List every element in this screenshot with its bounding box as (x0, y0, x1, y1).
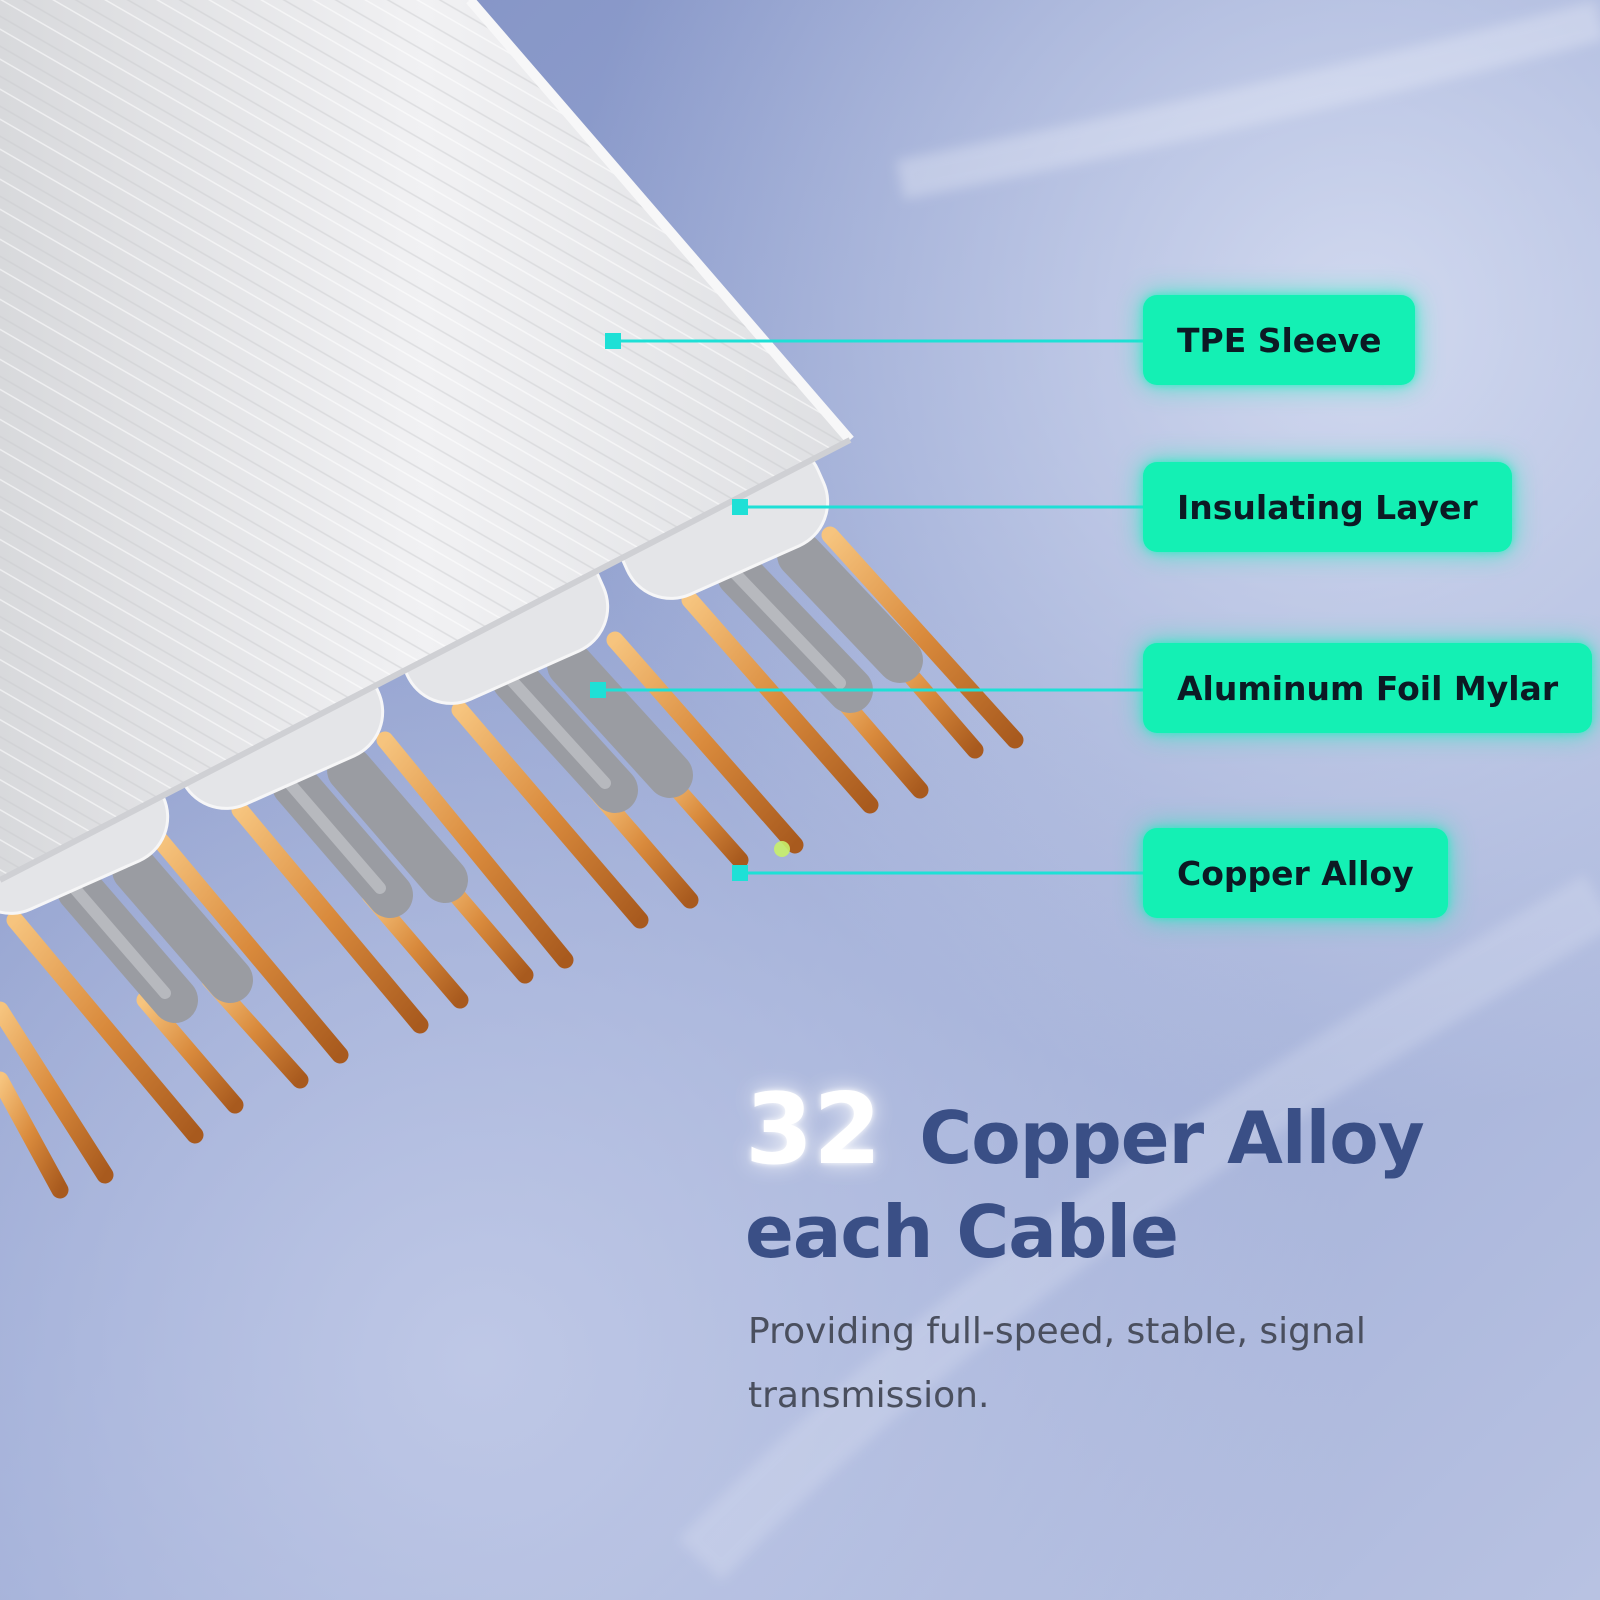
tpe-sleeve-marker (605, 333, 621, 349)
callout-label: TPE Sleeve (1177, 320, 1382, 360)
insulating-layer-marker (732, 499, 748, 515)
callout-copper-alloy: Copper Alloy (1143, 828, 1448, 918)
headline-line-1: 32 Copper Alloy (745, 1073, 1425, 1187)
callout-label: Copper Alloy (1177, 853, 1414, 893)
aluminum-foil-marker (590, 682, 606, 698)
callout-label: Insulating Layer (1177, 487, 1478, 527)
description-text: Providing full-speed, stable, signal tra… (748, 1311, 1366, 1416)
headline-line-2: each Cable (745, 1190, 1179, 1274)
tpe-sleeve (0, 0, 854, 883)
copper-wires (0, 526, 1024, 1199)
headline-text-1: Copper Alloy (919, 1096, 1424, 1180)
callout-tpe-sleeve: TPE Sleeve (1143, 295, 1416, 385)
headline-text-2: each Cable (745, 1190, 1179, 1274)
callout-aluminum-foil-mylar: Aluminum Foil Mylar (1143, 643, 1593, 733)
callout-label: Aluminum Foil Mylar (1177, 668, 1559, 708)
headline-number: 32 (745, 1073, 882, 1187)
inner-insulators (57, 532, 923, 1023)
copper-alloy-marker (732, 865, 748, 881)
callout-leader-lines (590, 333, 1143, 881)
callout-insulating-layer: Insulating Layer (1143, 462, 1512, 552)
